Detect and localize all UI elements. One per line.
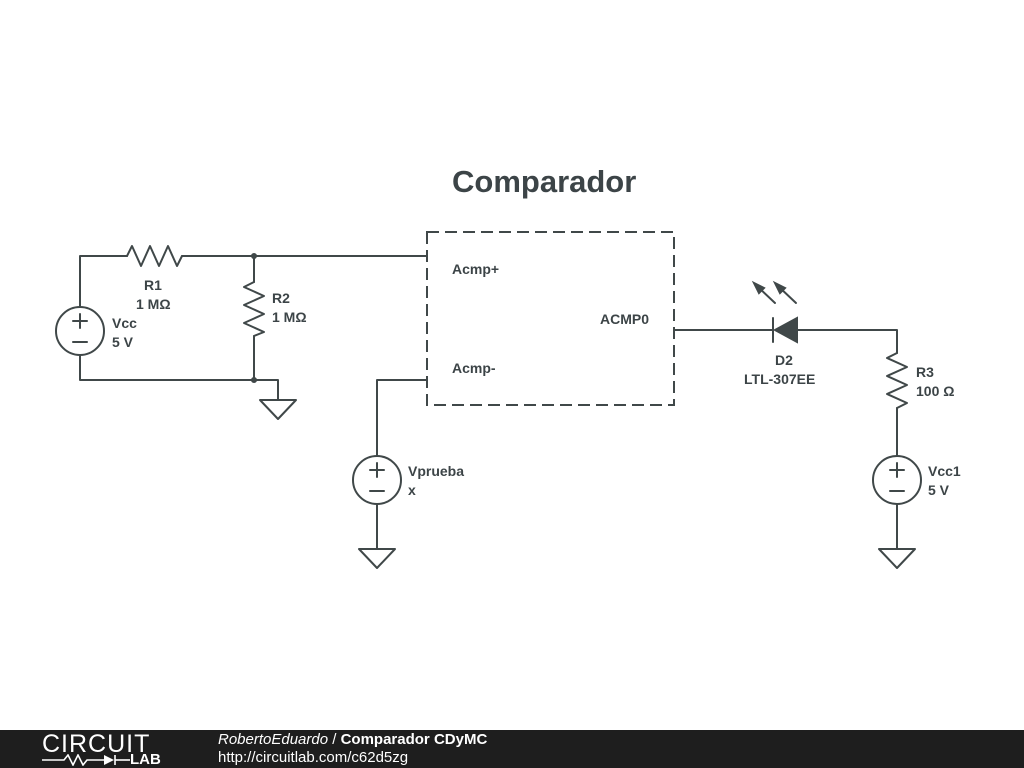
r3-resistor — [886, 352, 908, 409]
comparator-minus-label: Acmp- — [452, 360, 496, 376]
project-title[interactable]: Comparador CDyMC — [340, 731, 488, 748]
d2-value: LTL-307EE — [744, 371, 815, 387]
project-url-link[interactable]: http://circuitlab.com/c62d5zg — [218, 749, 409, 766]
r2-name: R2 — [272, 290, 290, 306]
vcc-name: Vcc — [112, 315, 137, 331]
vprueba-name: Vprueba — [408, 463, 464, 479]
ground-symbol-vcc1 — [878, 503, 916, 569]
ground-symbol-vprueba — [358, 503, 396, 569]
d2-led — [751, 280, 798, 344]
credit-separator: / — [328, 731, 341, 748]
vcc-value: 5 V — [112, 334, 134, 350]
vcc1-value: 5 V — [928, 482, 950, 498]
comparator-plus-label: Acmp+ — [452, 261, 499, 277]
comparator-block — [426, 231, 675, 406]
vprueba-value: x — [408, 482, 416, 498]
left-network-wires — [79, 253, 428, 401]
schematic-title: Comparador — [452, 164, 636, 199]
led-to-r3-wire — [797, 329, 898, 354]
vcc1-source — [872, 455, 922, 505]
vprueba-source — [352, 455, 402, 505]
r2-value: 1 MΩ — [272, 309, 307, 325]
footer-bar: CIRCUIT LAB RobertoEduardo / Comparador … — [0, 730, 1024, 768]
logo-lab-text: LAB — [130, 751, 161, 768]
circuitlab-logo[interactable]: CIRCUIT LAB — [42, 730, 182, 768]
comparator-output-label: ACMP0 — [600, 311, 649, 327]
r1-name: R1 — [144, 277, 162, 293]
vcc-source — [55, 306, 105, 356]
r3-name: R3 — [916, 364, 934, 380]
r1-resistor — [126, 245, 183, 267]
vprueba-wire — [376, 379, 428, 457]
r2-resistor — [243, 281, 265, 337]
author-link[interactable]: RobertoEduardo — [218, 731, 329, 748]
footer-credit: RobertoEduardo / Comparador CDyMC — [218, 731, 487, 749]
r1-value: 1 MΩ — [136, 296, 171, 312]
r3-value: 100 Ω — [916, 383, 954, 399]
vcc1-name: Vcc1 — [928, 463, 961, 479]
ground-symbol-left — [259, 399, 297, 420]
logo-circuit-text: CIRCUIT — [42, 730, 151, 758]
circuit-schematic: Comparador Acmp+ Acmp- ACMP0 R1 1 MΩ R2 … — [55, 164, 961, 569]
d2-name: D2 — [775, 352, 793, 368]
logo-waveform-icon — [42, 754, 130, 766]
